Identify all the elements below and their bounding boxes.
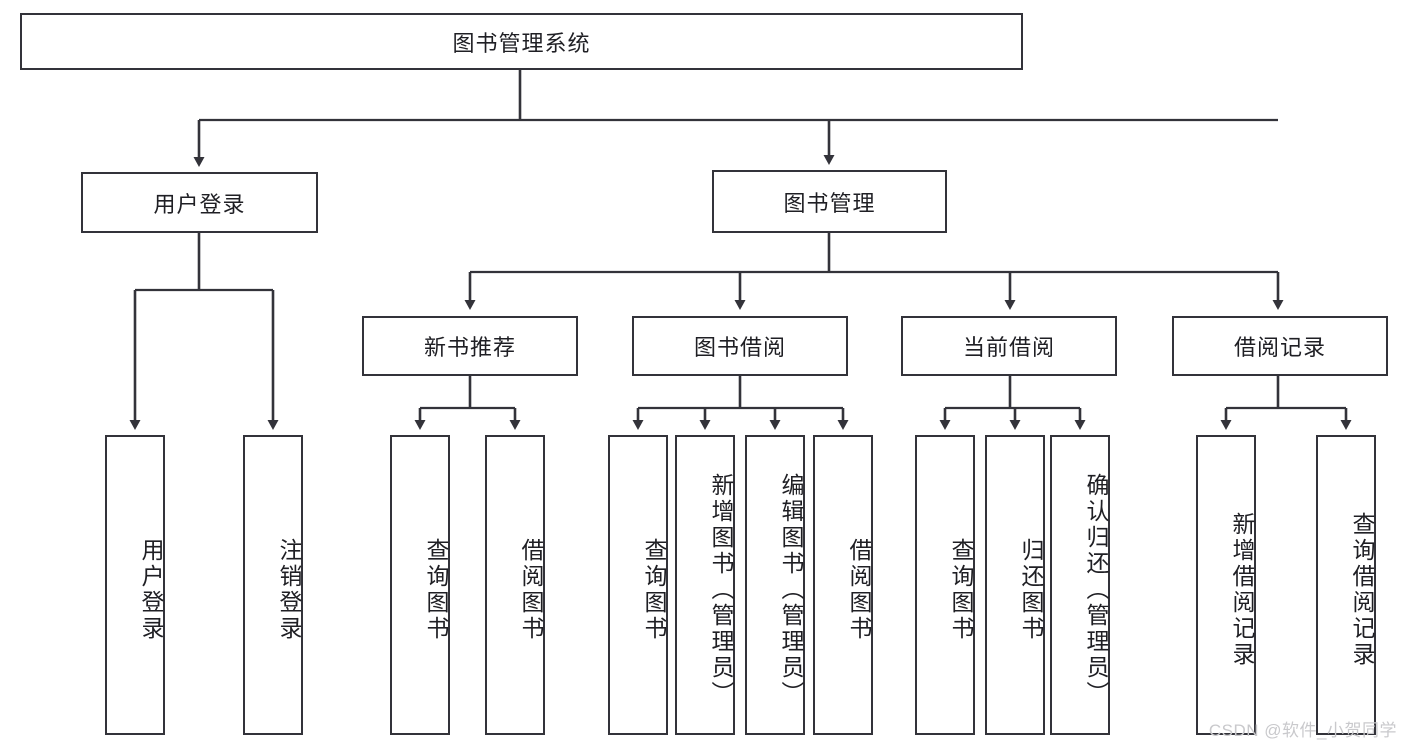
node-book-manage[interactable]: 图书管理 [712,170,947,233]
node-label: 借阅图书 [518,538,544,642]
node-current-borrow[interactable]: 当前借阅 [901,316,1117,376]
leaf-query-borrow-record[interactable]: 查询借阅记录 [1316,435,1376,735]
leaf-borrow-book-recommend[interactable]: 借阅图书 [485,435,545,735]
leaf-return-book[interactable]: 归还图书 [985,435,1045,735]
node-label: 新增图书（管理员） [708,473,734,707]
node-label: 注销登录 [276,538,302,642]
leaf-add-borrow-record[interactable]: 新增借阅记录 [1196,435,1256,735]
node-user-login[interactable]: 用户登录 [81,172,318,233]
node-new-book-recommend[interactable]: 新书推荐 [362,316,578,376]
leaf-query-book-current[interactable]: 查询图书 [915,435,975,735]
node-label: 查询图书 [948,538,974,642]
node-label: 确认归还（管理员） [1083,473,1109,707]
leaf-query-book-recommend[interactable]: 查询图书 [390,435,450,735]
node-label: 用户登录 [138,538,164,642]
node-label: 查询图书 [423,538,449,642]
node-label: 查询借阅记录 [1349,512,1375,668]
node-label: 借阅记录 [1233,335,1326,360]
node-label: 归还图书 [1018,538,1044,642]
node-label: 借阅图书 [846,538,872,642]
leaf-query-book-borrow[interactable]: 查询图书 [608,435,668,735]
node-borrow-record[interactable]: 借阅记录 [1172,316,1388,376]
node-label: 图书借阅 [693,335,786,360]
node-label: 当前借阅 [962,335,1055,360]
leaf-user-logout[interactable]: 注销登录 [243,435,303,735]
node-label: 图书管理系统 [452,30,591,56]
node-book-borrow[interactable]: 图书借阅 [632,316,848,376]
csdn-watermark: CSDN @软件_小贺同学 [1208,721,1397,740]
node-label: 新增借阅记录 [1229,512,1255,668]
node-label: 用户登录 [153,191,246,217]
node-root-system[interactable]: 图书管理系统 [20,13,1023,70]
node-label: 新书推荐 [423,335,516,360]
node-label: 查询图书 [641,538,667,642]
leaf-edit-book-admin[interactable]: 编辑图书（管理员） [745,435,805,735]
node-label: 图书管理 [783,190,876,216]
node-label: 编辑图书（管理员） [778,473,804,707]
leaf-confirm-return-admin[interactable]: 确认归还（管理员） [1050,435,1110,735]
leaf-borrow-book-borrow[interactable]: 借阅图书 [813,435,873,735]
leaf-add-book-admin[interactable]: 新增图书（管理员） [675,435,735,735]
leaf-user-login[interactable]: 用户登录 [105,435,165,735]
